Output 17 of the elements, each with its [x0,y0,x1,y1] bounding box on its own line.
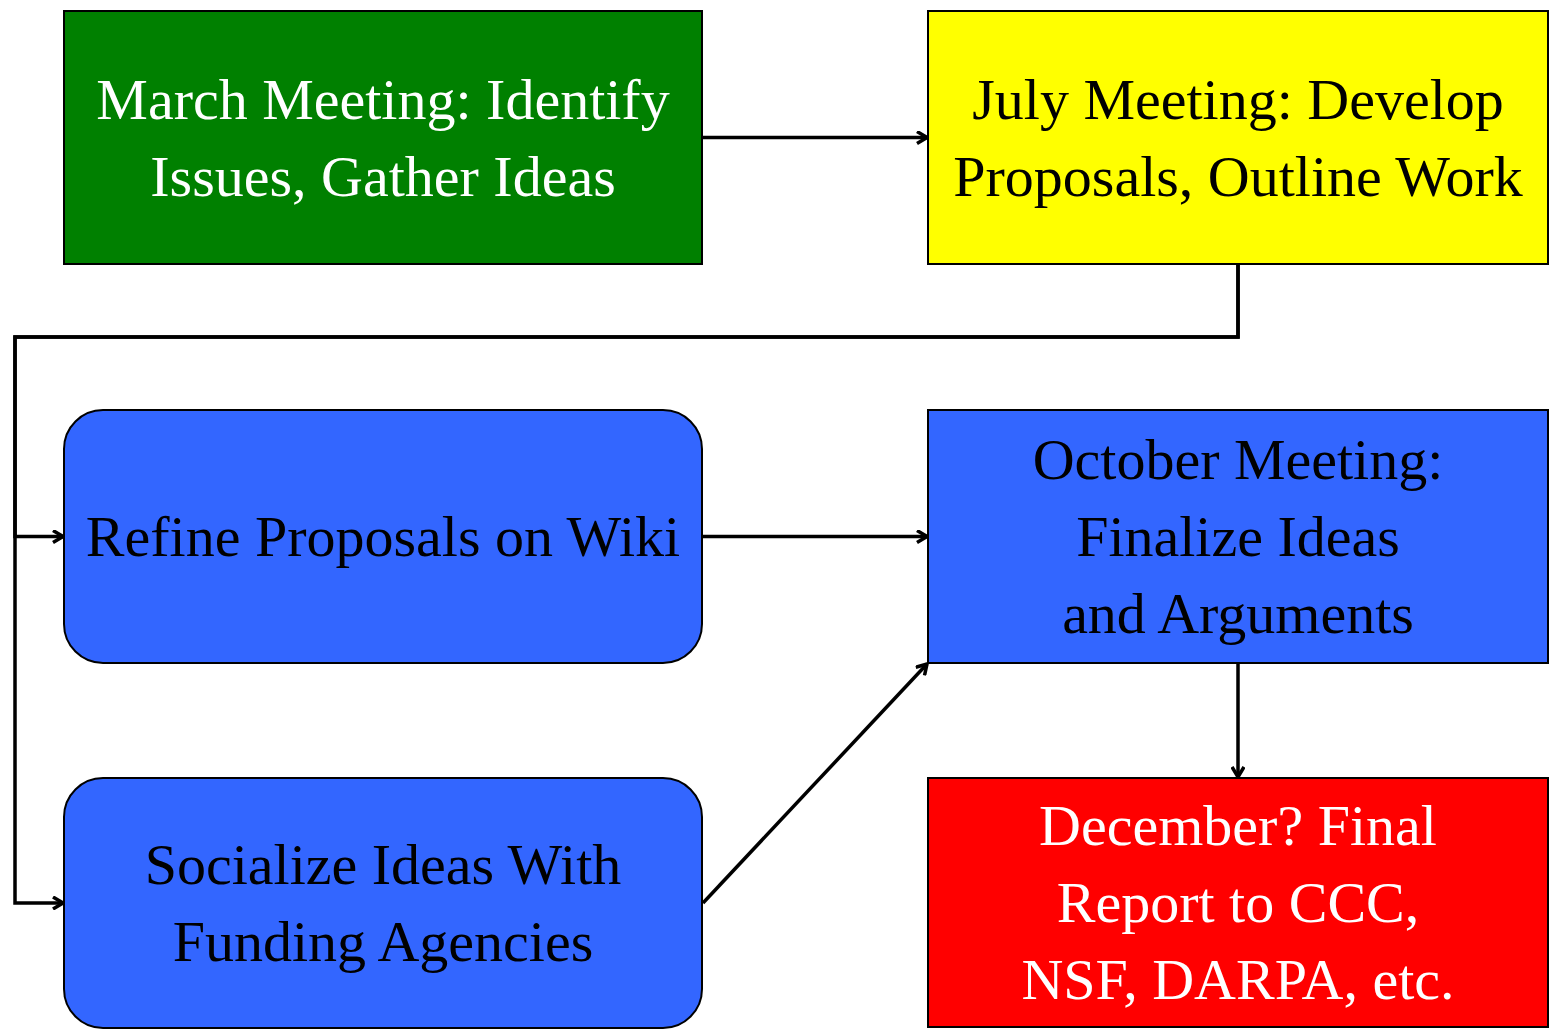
process-box [927,10,1549,265]
process-box [927,777,1549,1028]
rounded-process-box [63,777,703,1029]
box-text: Refine Proposals on Wiki [84,503,682,571]
process-box [63,10,703,265]
rounded-process-box [63,409,703,664]
arrow [703,129,929,146]
box-text: October Meeting: Finalize Ideas and Arguments [1031,426,1445,648]
arrow [701,662,929,905]
box-text: Socialize Ideas With Funding Agencies [143,831,623,976]
arrow [13,265,1240,911]
box-text: December? Final Report to CCC, NSF, DARPA, etc. [1020,792,1456,1014]
arrow [1230,664,1246,779]
process-box [927,409,1549,664]
arrow [703,528,929,545]
box-text: March Meeting: Identify Issues, Gather Ideas [95,65,671,211]
box-text: July Meeting: Develop Proposals, Outline Work [952,65,1524,211]
